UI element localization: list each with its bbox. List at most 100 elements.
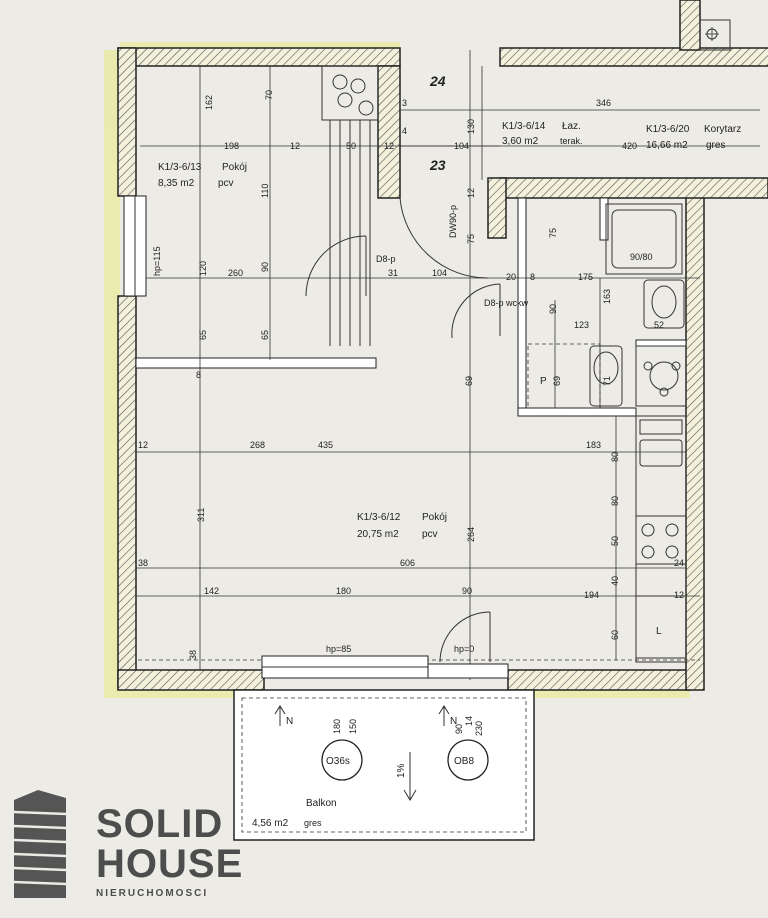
north-arrow-2: N (450, 716, 457, 727)
dim-label: 12 (290, 141, 300, 151)
dim-label: 12 (674, 590, 684, 600)
ventilation-ducts (321, 65, 379, 346)
door-d8p-label: D8-p (376, 254, 396, 264)
shaft-o36s-label: O36s (326, 756, 350, 767)
dim-label: 90 (454, 724, 464, 734)
dim-label: 104 (432, 268, 447, 278)
dim-label: 50 (346, 141, 356, 151)
dim-label: 268 (250, 440, 265, 450)
dim-label: 104 (454, 141, 469, 151)
dim-label: 346 (596, 98, 611, 108)
slope-label: 1% (396, 763, 407, 778)
dim-label: 38 (188, 650, 198, 660)
dim-label: 142 (204, 586, 219, 596)
dim-label: 123 (574, 320, 589, 330)
balcony-area: 4,56 m2 (252, 818, 289, 829)
bath-tub-label: 90/80 (630, 252, 653, 262)
dim-label: 150 (348, 719, 358, 734)
dim-label: 69 (552, 376, 562, 386)
dim-label: 52 (654, 320, 664, 330)
dim-label: 80 (610, 452, 620, 462)
dim-label: 40 (610, 576, 620, 586)
kitchen-fixtures (635, 345, 687, 663)
dim-label: 69 (464, 376, 474, 386)
dim-label: 230 (474, 721, 484, 736)
logo-line-3: NIERUCHOMOSCI (96, 888, 209, 899)
bathroom-code: K1/3-6/14 (502, 121, 546, 132)
dim-label: 180 (336, 586, 351, 596)
room-main-area: 20,75 m2 (357, 529, 399, 540)
logo-line-1: SOLID (96, 802, 224, 846)
dim-label: 71 (602, 376, 612, 386)
room-labels: K1/3-6/13 Pokój 8,35 m2 pcv K1/3-6/14 Ła… (158, 121, 741, 829)
dim-label: 3 (402, 98, 407, 108)
north-arrow-1: N (286, 716, 293, 727)
dim-label: 50 (610, 536, 620, 546)
dim-label: 175 (578, 272, 593, 282)
dim-label: 14 (464, 716, 474, 726)
logo: SOLID HOUSE NIERUCHOMOSCI (8, 790, 242, 910)
dim-label: 12 (384, 141, 394, 151)
room-small-floor: pcv (218, 178, 234, 189)
bathroom-name: Łaz. (562, 121, 581, 132)
dim-label: 110 (260, 184, 270, 198)
bathroom-floor: terak. (560, 136, 583, 146)
dim-label: 80 (610, 496, 620, 506)
shaft-ob8-label: OB8 (454, 756, 474, 767)
dim-label: 260 (228, 268, 243, 278)
corridor-code: K1/3-6/20 (646, 124, 690, 135)
bath-p-label: P (540, 376, 547, 387)
dim-label: 183 (586, 440, 601, 450)
balcony-name: Balkon (306, 798, 337, 809)
dim-label: 120 (198, 261, 208, 276)
dim-label: 194 (584, 590, 599, 600)
balcony-floor: gres (304, 818, 322, 828)
stair-lower-label: 23 (429, 157, 446, 173)
building-icon (13, 790, 67, 898)
doors (305, 197, 501, 663)
room-small-name: Pokój (222, 162, 247, 173)
dim-label: 435 (318, 440, 333, 450)
room-main-name: Pokój (422, 512, 447, 523)
dim-label: 65 (198, 330, 208, 340)
dim-label: 8 (530, 272, 535, 282)
dim-label: 60 (610, 630, 620, 640)
dim-label: 90 (260, 262, 270, 272)
dim-label: 264 (466, 527, 476, 542)
door-dw90-label: DW90-p (448, 205, 458, 238)
room-main-floor: pcv (422, 529, 438, 540)
window-hp0-label: hp=0 (454, 644, 474, 654)
dim-label: 180 (332, 719, 342, 734)
dim-label: 65 (260, 330, 270, 340)
corridor-area: 16,66 m2 (646, 140, 688, 151)
dim-label: 163 (602, 289, 612, 304)
dim-label: 311 (196, 508, 206, 522)
dim-label: 162 (204, 95, 214, 110)
dim-label: 130 (466, 119, 476, 134)
room-main-code: K1/3-6/12 (357, 512, 401, 523)
dim-label: 12 (138, 440, 148, 450)
dim-label: 12 (466, 188, 476, 198)
corridor-name: Korytarz (704, 124, 741, 135)
room-small-area: 8,35 m2 (158, 178, 195, 189)
balcony (233, 689, 535, 841)
dimension-labels: 162 70 198 12 50 12 110 120 90 260 31 10… (138, 90, 684, 736)
dim-label: 198 (224, 141, 239, 151)
dim-label: 75 (548, 228, 558, 238)
dim-label: 70 (264, 90, 274, 100)
window-hp85-label: hp=85 (326, 644, 351, 654)
corridor-floor: gres (706, 140, 725, 151)
dim-label: 24 (674, 558, 684, 568)
stair-box (699, 19, 731, 51)
dim-label: 420 (622, 141, 637, 151)
bathroom-fixtures (527, 203, 685, 409)
walls (117, 0, 768, 691)
logo-line-2: HOUSE (96, 842, 244, 886)
plan-labels: 24 23 D8-p D8-p wckw DW90-p hp=115 hp=85… (152, 73, 662, 778)
dim-label: 8 (196, 370, 201, 380)
dim-label: 90 (462, 586, 472, 596)
dim-label: 90 (548, 304, 558, 314)
dim-label: 75 (466, 234, 476, 244)
dim-label: 31 (388, 268, 398, 278)
